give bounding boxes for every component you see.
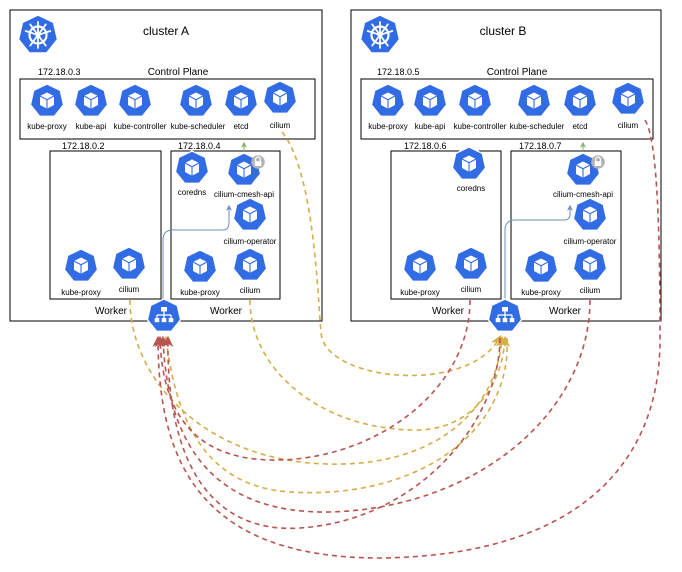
worker-a1-ip: 172.18.0.2 <box>62 141 105 151</box>
kubernetes-pod-icon <box>63 248 99 282</box>
pod-label: cilium <box>270 121 291 130</box>
kubernetes-pod-icon <box>182 249 218 283</box>
pod-label: coredns <box>457 184 485 193</box>
pod-label: etcd <box>233 122 248 131</box>
kubernetes-pod-icon <box>223 83 259 118</box>
link-red-1 <box>154 299 471 461</box>
link-red-4 <box>162 335 501 530</box>
pod-label: cilium-operator <box>564 237 617 246</box>
link-yellow-4 <box>161 335 508 494</box>
kubernetes-pod-icon <box>370 83 406 118</box>
link-cmesh-b <box>504 204 573 302</box>
kubernetes-pod-icon <box>73 83 109 118</box>
cluster-a-title: cluster A <box>143 24 189 38</box>
kubernetes-pod-icon <box>451 146 487 181</box>
link-red-3 <box>152 119 661 559</box>
pod-label: kube-proxy <box>521 288 561 297</box>
pod-label: cilium <box>240 286 261 295</box>
kubernetes-pod-icon <box>412 83 448 118</box>
pod-label: cilium-operator <box>224 237 277 246</box>
kubernetes-pod-icon <box>402 248 438 282</box>
load-balancer-service-icon <box>146 298 182 332</box>
pod-label: kube-proxy <box>180 288 220 297</box>
pod-label: kube-controller <box>454 122 507 131</box>
pod-label: cilium <box>119 285 140 294</box>
kubernetes-pod-icon <box>232 247 268 281</box>
worker-a1-box <box>49 150 162 300</box>
worker-b1-label: Worker <box>432 306 465 317</box>
worker-b2-ip: 172.18.0.7 <box>519 141 562 151</box>
cp-a-ip: 172.18.0.3 <box>38 67 81 77</box>
pod-label: cilium <box>618 121 639 130</box>
pod-label: kube-scheduler <box>510 122 565 131</box>
cp-b-box <box>360 78 654 140</box>
cluster-b-frame <box>350 9 662 322</box>
cp-b-pods: kube-proxy kube-api kube-controller kube… <box>368 81 646 131</box>
worker-b1-box <box>390 150 502 300</box>
kubernetes-pod-icon <box>610 81 646 116</box>
cp-b-title: Control Plane <box>487 67 548 78</box>
kubernetes-pod-icon <box>262 80 298 115</box>
pod-label: etcd <box>572 122 587 131</box>
kubernetes-pod-icon <box>29 83 65 118</box>
pod-label: cilium-cmesh-api <box>214 190 274 199</box>
pod-label: kube-controller <box>114 122 167 131</box>
pod-label: kube-api <box>76 122 107 131</box>
pod-label: kube-proxy <box>61 288 101 297</box>
worker-b1-ip: 172.18.0.6 <box>404 141 447 151</box>
link-red-2 <box>157 299 591 513</box>
worker-a2-ip: 172.18.0.4 <box>178 141 221 151</box>
connections <box>129 119 661 559</box>
cp-b-ip: 172.18.0.5 <box>377 67 420 77</box>
cluster-b: cluster B 172.18.0.5 Control Plane kube-… <box>350 9 662 322</box>
cluster-a-frame <box>9 9 323 322</box>
kubernetes-pod-icon <box>562 83 598 118</box>
cluster-b-title: cluster B <box>480 24 527 38</box>
worker-a2-label: Worker <box>210 306 243 317</box>
worker-b2-box <box>510 150 622 300</box>
pod-label: kube-scheduler <box>171 122 226 131</box>
worker-a1-label: Worker <box>95 306 128 317</box>
kubernetes-pod-icon <box>117 83 153 118</box>
pod-label: kube-proxy <box>400 288 440 297</box>
lock-icon <box>250 154 266 170</box>
load-balancer-service-icon <box>487 298 523 332</box>
kubernetes-pod-icon <box>516 83 552 118</box>
pod-label: kube-api <box>415 122 446 131</box>
pod-label: cilium <box>580 286 601 295</box>
kubernetes-pod-icon <box>232 197 268 232</box>
pod-label: cilium <box>461 285 482 294</box>
worker-a2-box <box>170 150 281 300</box>
link-cmesh-a <box>162 204 232 302</box>
kubernetes-pod-icon <box>174 150 210 185</box>
kubernetes-pod-icon <box>457 83 493 118</box>
cluster-a: cluster A 172.18.0.3 Control Plane kube-… <box>9 9 323 322</box>
cp-a-pods: kube-proxy kube-api kube-controller kube… <box>27 80 298 131</box>
pod-label: kube-proxy <box>27 122 67 131</box>
kubernetes-pod-icon <box>453 246 489 280</box>
kubernetes-pod-icon <box>572 197 608 232</box>
pod-label: coredns <box>178 188 206 197</box>
link-yellow-3 <box>249 299 511 431</box>
kubernetes-pod-icon <box>572 247 608 281</box>
lock-icon <box>590 154 606 170</box>
kubernetes-pod-icon <box>178 83 214 118</box>
worker-b2-label: Worker <box>549 306 582 317</box>
cp-a-box <box>19 78 316 140</box>
cp-a-title: Control Plane <box>148 67 209 78</box>
kubernetes-pod-icon <box>523 249 559 283</box>
pod-label: cilium-cmesh-api <box>553 190 613 199</box>
kubernetes-pod-icon <box>111 246 147 280</box>
pod-label: kube-proxy <box>368 122 408 131</box>
